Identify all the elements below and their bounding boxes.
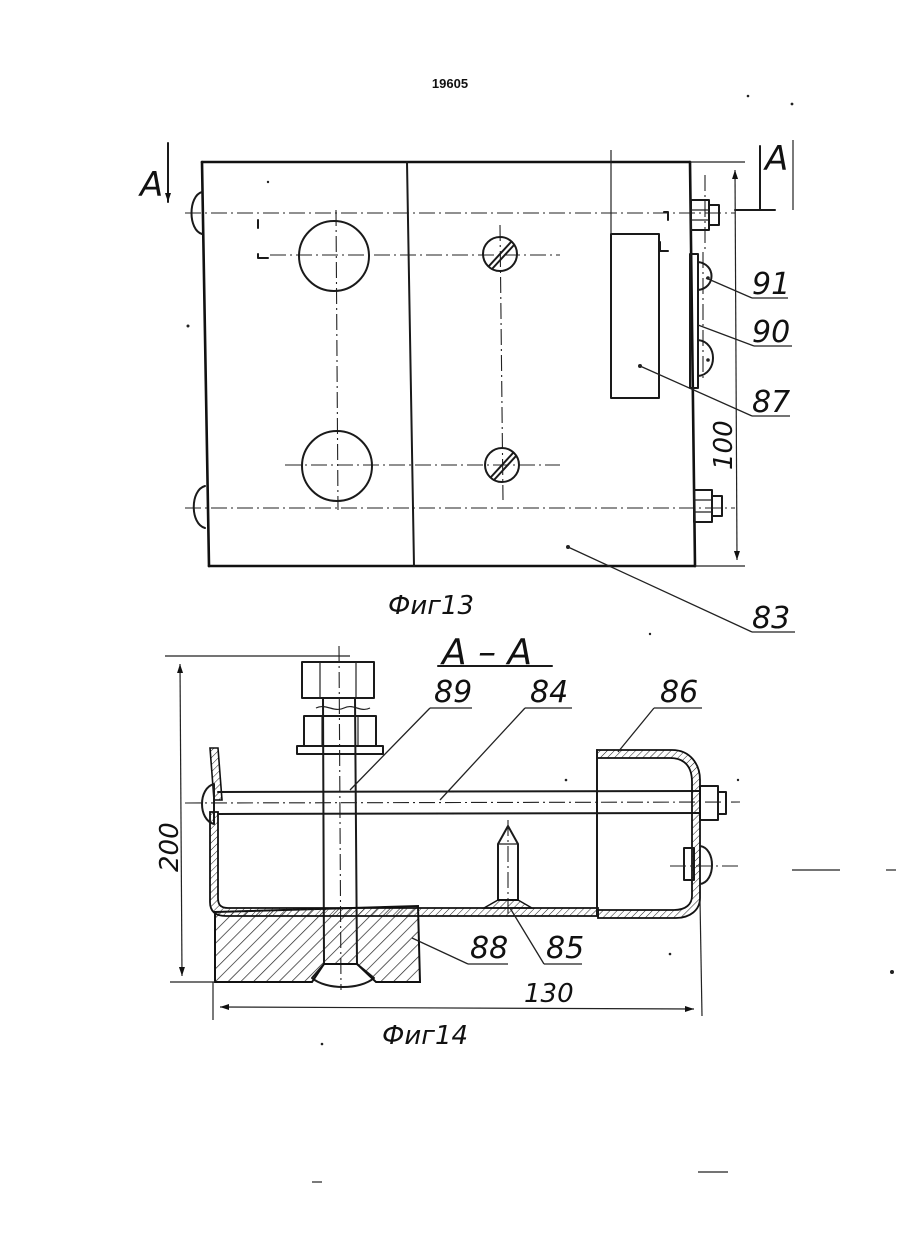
- callout-89: 89: [434, 675, 472, 710]
- fig14-tray-channel: [210, 748, 598, 916]
- callout-90: 90: [752, 315, 790, 350]
- fig13-centerlines: [185, 175, 735, 510]
- svg-text:A: A: [763, 139, 788, 179]
- callout-88: 88: [470, 931, 508, 966]
- callout-87: 87: [752, 385, 790, 420]
- scan-specks: [187, 95, 897, 1182]
- fig13-body: [202, 162, 695, 566]
- fig13-bolt-head-left-bottom: [194, 486, 205, 528]
- fig14-bracket-86: [597, 750, 738, 918]
- fig14-nut-stack: [297, 662, 383, 754]
- callout-83: 83: [752, 601, 790, 636]
- section-mark-left: A: [138, 143, 168, 205]
- fig14-caption: Фиг14: [382, 1021, 468, 1051]
- callout-85: 85: [546, 931, 584, 966]
- svg-text:130: 130: [524, 979, 574, 1009]
- fig13-rivet-91-bottom: [698, 340, 713, 376]
- svg-text:A: A: [138, 165, 163, 205]
- fig13-hole-large-top: [299, 221, 369, 291]
- callout-84: 84: [530, 675, 568, 710]
- svg-text:200: 200: [155, 822, 185, 872]
- fig13-nut-right-bottom: [694, 490, 722, 522]
- fig14-block-88: [215, 906, 420, 982]
- fig13-caption: Фиг13: [388, 591, 474, 621]
- section-mark-right: A: [735, 139, 793, 210]
- callout-86: 86: [660, 675, 698, 710]
- fig13-window-87: [611, 234, 659, 398]
- fig14-bolt-84: [185, 784, 740, 824]
- fig13-rivet-91-top: [698, 262, 712, 290]
- svg-text:100: 100: [709, 420, 739, 470]
- fig14-pin-85: [484, 820, 532, 918]
- fig13-hole-large-bottom: [302, 431, 372, 501]
- figure-14: A – A: [155, 632, 740, 1051]
- document-number: 19605: [432, 76, 468, 91]
- callout-91: 91: [752, 267, 790, 302]
- figure-13: A A 100 91 90 87: [138, 139, 795, 636]
